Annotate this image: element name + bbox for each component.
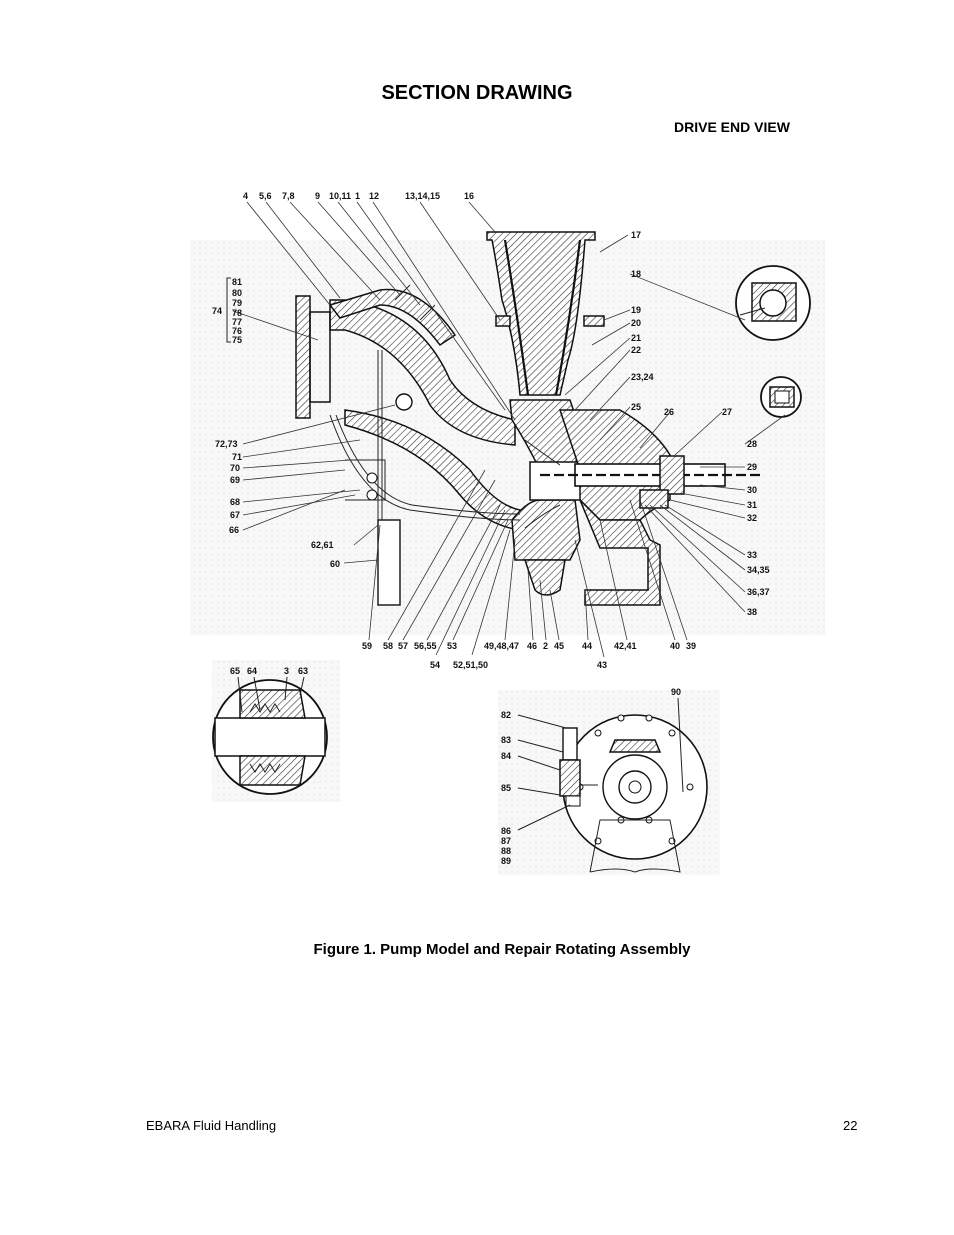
callout-label: 79 <box>232 298 242 308</box>
callout-label: 58 <box>383 641 393 651</box>
bearing-detail-circle <box>735 265 811 341</box>
callout-label: 76 <box>232 326 242 336</box>
callout-label: 63 <box>298 666 308 676</box>
callout-label: 52,51,50 <box>453 660 488 670</box>
callout-label: 30 <box>747 485 757 495</box>
callout-label: 62,61 <box>311 540 334 550</box>
callout-label: 17 <box>631 230 641 240</box>
callout-label: 80 <box>232 288 242 298</box>
callout-label: 22 <box>631 345 641 355</box>
callout-label: 2 <box>543 641 548 651</box>
callout-label: 60 <box>330 559 340 569</box>
callout-label: 77 <box>232 317 242 327</box>
callout-label: 39 <box>686 641 696 651</box>
callout-label: 1 <box>355 191 360 201</box>
callout-label: 26 <box>664 407 674 417</box>
page-title: SECTION DRAWING <box>381 82 573 104</box>
callout-label: 57 <box>398 641 408 651</box>
callout-label: 31 <box>747 500 757 510</box>
callout-label: 69 <box>230 475 240 485</box>
callout-leaders <box>232 201 786 658</box>
callout-label: 44 <box>582 641 592 651</box>
callout-label: 12 <box>369 191 379 201</box>
callout-label: 45 <box>554 641 564 651</box>
pump-casing-section <box>295 231 760 606</box>
callout-label: 46 <box>527 641 537 651</box>
callout-label: 34,35 <box>747 565 770 575</box>
callout-bracket <box>226 277 231 343</box>
callout-label: 20 <box>631 318 641 328</box>
callout-label: 38 <box>747 607 757 617</box>
callout-label: 83 <box>501 735 511 745</box>
callout-label: 3 <box>284 666 289 676</box>
callout-label: 23,24 <box>631 372 654 382</box>
figure-caption: Figure 1. Pump Model and Repair Rotating… <box>313 941 691 958</box>
callout-label: 84 <box>501 751 511 761</box>
callout-label: 72,73 <box>215 439 238 449</box>
callout-label: 90 <box>671 687 681 697</box>
callout-label: 32 <box>747 513 757 523</box>
callout-label: 36,37 <box>747 587 770 597</box>
callout-label: 33 <box>747 550 757 560</box>
callout-label: 16 <box>464 191 474 201</box>
callout-label: 74 <box>212 306 222 316</box>
callout-label: 56,55 <box>414 641 437 651</box>
mechanical-seal-detail <box>212 676 328 795</box>
callout-label: 28 <box>747 439 757 449</box>
callout-label: 65 <box>230 666 240 676</box>
callout-label: 43 <box>597 660 607 670</box>
callout-label: 70 <box>230 463 240 473</box>
callout-label: 66 <box>229 525 239 535</box>
callout-label: 87 <box>501 836 511 846</box>
callout-label: 49,48,47 <box>484 641 519 651</box>
footer-company: EBARA Fluid Handling <box>146 1118 277 1133</box>
callout-label: 13,14,15 <box>405 191 440 201</box>
callout-label: 18 <box>631 269 641 279</box>
callout-labels: 4 5,6 7,8 9 10,11 1 12 13,14,15 16 17 18… <box>212 191 770 866</box>
callout-label: 88 <box>501 846 511 856</box>
view-subtitle: DRIVE END VIEW <box>674 119 790 135</box>
callout-label: 29 <box>747 462 757 472</box>
callout-label: 21 <box>631 333 641 343</box>
page-number: 22 <box>843 1118 858 1133</box>
callout-label: 7,8 <box>282 191 295 201</box>
oil-seal-detail-circle <box>760 376 802 418</box>
callout-label: 71 <box>232 452 242 462</box>
callout-label: 19 <box>631 305 641 315</box>
callout-label: 10,11 <box>329 191 351 201</box>
callout-label: 27 <box>722 407 732 417</box>
callout-label: 40 <box>670 641 680 651</box>
callout-label: 5,6 <box>259 191 272 201</box>
callout-label: 25 <box>631 402 641 412</box>
callout-label: 53 <box>447 641 457 651</box>
callout-label: 78 <box>232 308 242 318</box>
callout-label: 86 <box>501 826 511 836</box>
callout-label: 68 <box>230 497 240 507</box>
callout-label: 85 <box>501 783 511 793</box>
callout-label: 9 <box>315 191 320 201</box>
callout-label: 42,41 <box>614 641 637 651</box>
callout-label: 81 <box>232 277 242 287</box>
callout-label: 59 <box>362 641 372 651</box>
drive-end-view <box>517 697 708 873</box>
callout-label: 89 <box>501 856 511 866</box>
callout-label: 75 <box>232 335 242 345</box>
callout-label: 64 <box>247 666 257 676</box>
callout-label: 54 <box>430 660 440 670</box>
callout-label: 67 <box>230 510 240 520</box>
callout-label: 82 <box>501 710 511 720</box>
callout-label: 4 <box>243 191 248 201</box>
